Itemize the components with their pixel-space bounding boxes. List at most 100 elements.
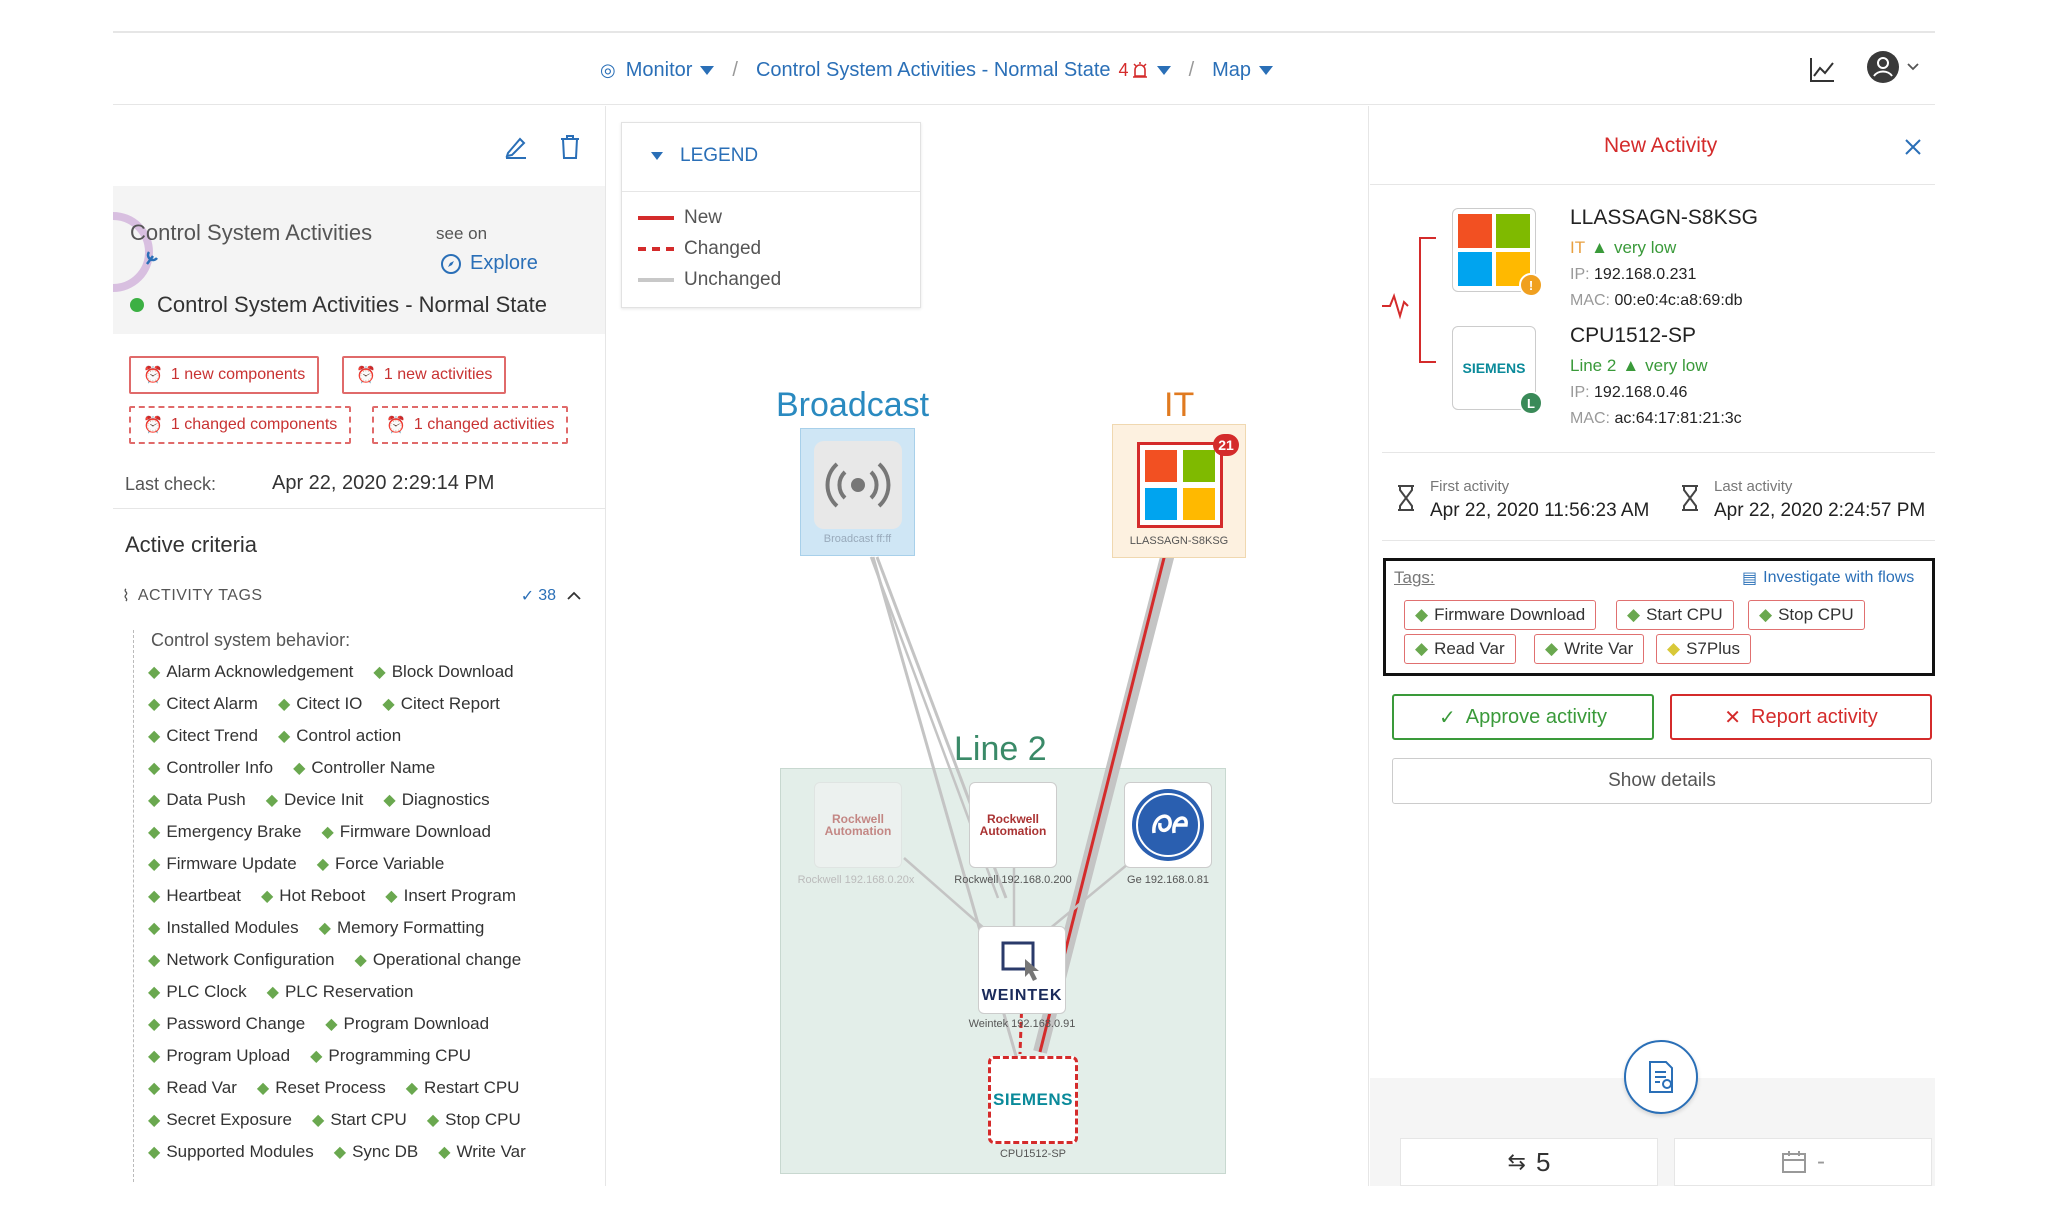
repeat-icon: ⇆ — [1507, 1149, 1526, 1174]
tag-start-cpu[interactable]: ◆Start CPU — [1616, 600, 1734, 630]
tag-icon: ◆ — [333, 1144, 347, 1161]
criteria-tag[interactable]: Sync DB — [352, 1142, 419, 1161]
rockwell-node-faded[interactable]: Rockwell Automation — [814, 782, 902, 868]
legend-toggle[interactable]: LEGEND — [650, 145, 758, 167]
criteria-tag[interactable]: Supported Modules — [166, 1142, 314, 1161]
criteria-tag[interactable]: Restart CPU — [424, 1078, 520, 1097]
tag-icon: ◆ — [316, 856, 329, 873]
criteria-row: ◆Controller Info◆Controller Name — [148, 752, 598, 784]
criteria-tag[interactable]: Programming CPU — [328, 1046, 472, 1065]
criteria-tag[interactable]: Start CPU — [330, 1110, 407, 1129]
user-menu[interactable] — [1866, 50, 1920, 84]
criteria-tag[interactable]: Network Configuration — [166, 950, 335, 969]
criteria-tag[interactable]: Heartbeat — [166, 886, 241, 905]
date-card[interactable]: - — [1674, 1138, 1932, 1186]
criteria-tag[interactable]: Read Var — [166, 1078, 237, 1097]
tags-box — [1383, 558, 1935, 676]
criteria-tag[interactable]: Program Download — [343, 1014, 490, 1033]
tag-write-var[interactable]: ◆Write Var — [1534, 634, 1645, 664]
activity-tags-toggle[interactable]: ⌇ ACTIVITY TAGS ✓ 38 — [122, 586, 582, 606]
changed-activities-badge[interactable]: ⏰1 changed activities — [372, 406, 569, 444]
approve-button[interactable]: ✓ Approve activity — [1392, 694, 1654, 740]
criteria-tag[interactable]: Citect Alarm — [166, 694, 258, 713]
breadcrumb-monitor[interactable]: Monitor — [626, 59, 715, 82]
criteria-tag[interactable]: Citect IO — [296, 694, 363, 713]
criteria-tag[interactable]: Hot Reboot — [279, 886, 366, 905]
criteria-tag[interactable]: Device Init — [284, 790, 364, 809]
criteria-tag[interactable]: Installed Modules — [166, 918, 299, 937]
criteria-tag[interactable]: Citect Report — [400, 694, 500, 713]
criteria-tag[interactable]: Block Download — [391, 662, 514, 681]
explore-link[interactable]: Explore — [440, 252, 538, 275]
flows-count-card[interactable]: ⇆ 5 — [1400, 1138, 1658, 1186]
criteria-tag[interactable]: Operational change — [372, 950, 522, 969]
broadcast-node[interactable]: Broadcast ff:ff — [800, 428, 915, 556]
weintek-logo: WEINTEK — [981, 987, 1063, 1004]
criteria-tag[interactable]: Write Var — [456, 1142, 526, 1161]
new-activities-badge[interactable]: ⏰1 new activities — [342, 356, 507, 394]
criteria-tag[interactable]: Citect Trend — [166, 726, 258, 745]
tags-label: Tags: — [1394, 568, 1435, 587]
ge-logo-icon — [1132, 789, 1204, 861]
criteria-tag[interactable]: PLC Reservation — [284, 982, 414, 1001]
criteria-header-bg — [113, 186, 605, 334]
device2-badge: L — [1519, 391, 1543, 415]
breadcrumb-activity[interactable]: Control System Activities - Normal State… — [756, 59, 1171, 82]
device1-icon[interactable]: ! — [1452, 208, 1543, 297]
criteria-tag[interactable]: Memory Formatting — [336, 918, 485, 937]
weintek-node[interactable]: WEINTEK — [978, 926, 1066, 1014]
tag-stop-cpu[interactable]: ◆Stop CPU — [1748, 600, 1865, 630]
rockwell-logo: Rockwell Automation — [824, 812, 892, 838]
tag-icon: ◆ — [148, 984, 161, 1001]
wrench-icon — [113, 212, 158, 292]
breadcrumb-map[interactable]: Map — [1212, 59, 1274, 82]
siemens-node[interactable]: SIEMENS — [988, 1056, 1078, 1144]
connection-bracket — [1382, 237, 1436, 363]
device2-icon[interactable]: SIEMENS L — [1452, 326, 1543, 415]
tag-icon: ◆ — [148, 696, 161, 713]
criteria-tag[interactable]: Program Upload — [166, 1046, 291, 1065]
criteria-tag[interactable]: Secret Exposure — [166, 1110, 292, 1129]
first-activity-label: First activity — [1430, 478, 1510, 495]
close-icon[interactable] — [1904, 138, 1922, 156]
criteria-tag[interactable]: Stop CPU — [445, 1110, 521, 1129]
tag-read-var[interactable]: ◆Read Var — [1404, 634, 1516, 664]
criteria-tag[interactable]: Reset Process — [275, 1078, 386, 1097]
tag-s7plus[interactable]: ◆S7Plus — [1656, 634, 1751, 664]
criteria-tag[interactable]: Control action — [296, 726, 402, 745]
report-fab[interactable] — [1624, 1040, 1698, 1114]
criteria-row: ◆Read Var◆Reset Process◆Restart CPU — [148, 1072, 598, 1104]
edit-icon[interactable] — [503, 134, 529, 160]
changed-components-badge[interactable]: ⏰1 changed components — [129, 406, 352, 444]
criteria-tag[interactable]: Firmware Update — [166, 854, 297, 873]
rockwell-node[interactable]: Rockwell Automation — [969, 782, 1057, 868]
active-criteria-heading: Active criteria — [125, 532, 258, 557]
windows-icon — [1137, 442, 1223, 528]
criteria-tag[interactable]: Firmware Download — [339, 822, 491, 841]
investigate-link[interactable]: ▤ Investigate with flows — [1742, 569, 1915, 587]
it-node[interactable]: 21 LLASSAGN-S8KSG — [1112, 424, 1246, 558]
criteria-tag[interactable]: Controller Info — [166, 758, 274, 777]
criteria-tag[interactable]: Data Push — [166, 790, 246, 809]
criteria-tag[interactable]: PLC Clock — [166, 982, 247, 1001]
report-button[interactable]: ✕ Report activity — [1670, 694, 1932, 740]
tag-icon: ◆ — [405, 1080, 419, 1097]
calendar-icon — [1782, 1151, 1806, 1173]
new-components-badge[interactable]: ⏰1 new components — [129, 356, 320, 394]
ge-node[interactable] — [1124, 782, 1212, 868]
show-details-button[interactable]: Show details — [1392, 758, 1932, 804]
trash-icon[interactable] — [558, 134, 582, 160]
criteria-tag[interactable]: Force Variable — [335, 854, 445, 873]
tag-firmware-download[interactable]: ◆Firmware Download — [1404, 600, 1597, 630]
criteria-tag[interactable]: Diagnostics — [401, 790, 490, 809]
criteria-tag[interactable]: Emergency Brake — [166, 822, 302, 841]
criteria-row: ◆Heartbeat◆Hot Reboot◆Insert Program — [148, 880, 598, 912]
tag-icon: ◆ — [148, 1048, 161, 1065]
alarm-icon: ⏰ — [356, 367, 376, 384]
criteria-tag[interactable]: Alarm Acknowledgement — [166, 662, 354, 681]
breadcrumb: ◎ Monitor / Control System Activities - … — [600, 55, 1274, 85]
chart-icon[interactable] — [1808, 56, 1836, 84]
criteria-tag[interactable]: Controller Name — [311, 758, 436, 777]
criteria-tag[interactable]: Password Change — [166, 1014, 306, 1033]
criteria-tag[interactable]: Insert Program — [403, 886, 517, 905]
